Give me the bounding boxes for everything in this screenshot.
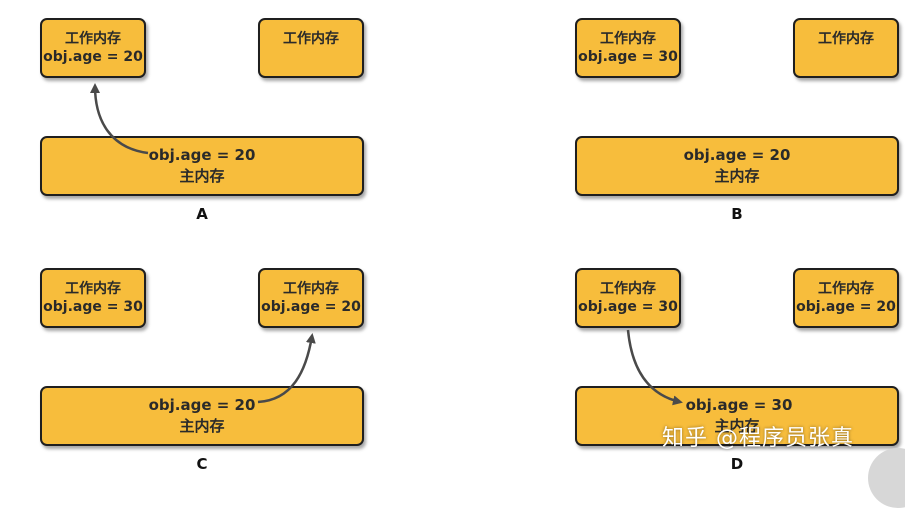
- arrows-layer: [90, 83, 683, 406]
- panel-d-main-title: 主内存: [714, 417, 760, 435]
- panel-b-label: B: [731, 205, 743, 223]
- panel-c-main-memory: obj.age = 20 主内存: [40, 386, 364, 446]
- panel-a-main-title: 主内存: [179, 167, 225, 185]
- arrow-c-main-to-right: [257, 333, 316, 404]
- panel-a-main-memory: obj.age = 20 主内存: [40, 136, 364, 196]
- panel-b-work-memory-left: 工作内存 obj.age = 30: [575, 18, 681, 78]
- panel-d-work-right-title: 工作内存: [818, 281, 874, 297]
- panel-c-work-memory-right: 工作内存 obj.age = 20: [258, 268, 364, 328]
- panel-d-label: D: [730, 455, 744, 473]
- panel-c-work-left-value: obj.age = 30: [43, 299, 143, 315]
- panel-d-main-value: obj.age = 30: [685, 396, 793, 414]
- panel-d-work-left-title: 工作内存: [600, 281, 656, 297]
- panel-c-label: C: [196, 455, 208, 473]
- watermark: 知乎 @程序员张真: [662, 426, 854, 451]
- panel-b-work-right-title: 工作内存: [818, 31, 874, 47]
- panel-a-work-left-value: obj.age = 20: [43, 49, 143, 65]
- panel-b-work-left-value: obj.age = 30: [578, 49, 678, 65]
- panel-a-work-left-title: 工作内存: [65, 31, 121, 47]
- panel-a-work-memory-right: 工作内存: [258, 18, 364, 78]
- panel-c-work-right-title: 工作内存: [283, 281, 339, 297]
- panel-b-main-memory: obj.age = 20 主内存: [575, 136, 899, 196]
- panel-a-main-value: obj.age = 20: [148, 146, 256, 164]
- panel-c-work-right-value: obj.age = 20: [261, 299, 361, 315]
- panel-d-work-memory-left: 工作内存 obj.age = 30: [575, 268, 681, 328]
- panel-c-main-title: 主内存: [179, 417, 225, 435]
- panel-b-work-memory-right: 工作内存: [793, 18, 899, 78]
- panel-a-work-memory-left: 工作内存 obj.age = 20: [40, 18, 146, 78]
- panel-d-work-memory-right: 工作内存 obj.age = 20: [793, 268, 899, 328]
- arrow-d-left-to-main: [626, 329, 683, 406]
- panel-b-work-left-title: 工作内存: [600, 31, 656, 47]
- panel-b-main-title: 主内存: [714, 167, 760, 185]
- panel-a-work-right-title: 工作内存: [283, 31, 339, 47]
- arrow-a-main-to-left: [90, 83, 149, 155]
- panel-c-work-left-title: 工作内存: [65, 281, 121, 297]
- panel-a-label: A: [196, 205, 208, 223]
- panel-d-work-left-value: obj.age = 30: [578, 299, 678, 315]
- panel-d-main-memory: obj.age = 30 主内存: [575, 386, 899, 446]
- panel-c-main-value: obj.age = 20: [148, 396, 256, 414]
- panel-d-work-right-value: obj.age = 20: [796, 299, 896, 315]
- panel-b-main-value: obj.age = 20: [683, 146, 791, 164]
- panel-c-work-memory-left: 工作内存 obj.age = 30: [40, 268, 146, 328]
